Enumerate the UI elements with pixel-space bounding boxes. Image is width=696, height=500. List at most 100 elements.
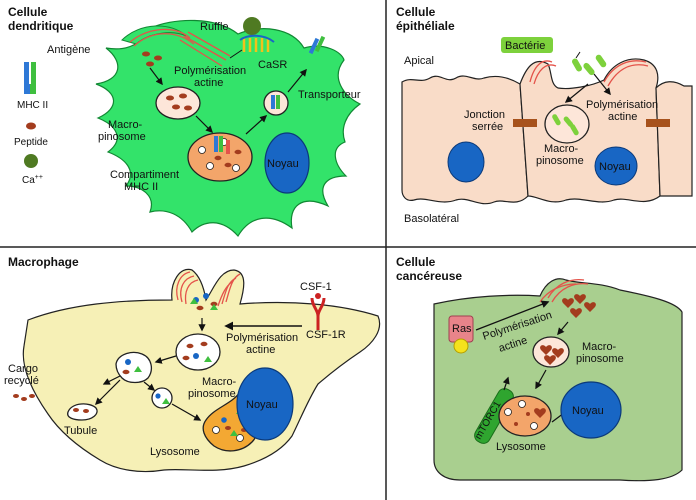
cancer-ruffle-cargo (562, 294, 596, 318)
casr-label: CaSR (258, 59, 287, 71)
macrophage-macropinosome-cargo (182, 341, 212, 362)
ruffle-to-macropinosome-arrow-cancer (557, 321, 569, 336)
epithelial-polymerisation-line1: Polymérisation (586, 99, 658, 111)
cancer-actin (539, 278, 589, 303)
epithelial-title-line2: épithéliale (396, 19, 455, 33)
macrophage-cell-body (22, 268, 381, 473)
secondary-to-recycle-arrow (102, 375, 121, 385)
macrophage-lysosome-label: Lysosome (150, 446, 200, 458)
ras-to-actin-arrow (475, 300, 550, 331)
macrophage-polymerisation-line2: actine (246, 344, 275, 356)
junction-label-line2: serrée (472, 121, 503, 133)
macropinosome-to-lysosome-arrow-cancer (535, 369, 547, 390)
tubule (67, 403, 98, 421)
transporter (308, 35, 326, 55)
basolateral-label: Basolatéral (404, 213, 459, 225)
epithelial-cell-middle (519, 58, 661, 203)
dendritic-title-line2: dendritique (8, 19, 74, 33)
cancer-macropinosome-line2: pinosome (576, 353, 624, 365)
ruffle-label: Ruffle (200, 21, 229, 33)
macrophage-polymerisation-line1: Polymérisation (226, 332, 298, 344)
panel-dendritic: Cellule dendritique Antigène MHC II Pept… (8, 5, 362, 238)
casr-membrane (239, 34, 275, 43)
epithelial-nucleus-label: Noyau (599, 161, 631, 173)
dendritic-macropinosome-line1: Macro- (108, 119, 143, 131)
epithelial-actin (529, 60, 649, 87)
macrophage-cup-cargo (190, 293, 218, 311)
tubule-label: Tubule (64, 425, 97, 437)
tight-junction-left (513, 119, 537, 127)
peptide-legend-label: Peptide (14, 137, 48, 148)
dendritic-nucleus (264, 132, 310, 194)
small-vesicle-cargo (155, 393, 170, 404)
cancer-title-line2: cancéreuse (396, 269, 462, 283)
macrophage-macropinosome-line1: Macro- (202, 376, 237, 388)
csf1r-receptor (310, 297, 326, 330)
panel-macrophage: Macrophage CSF-1 CSF-1R (4, 255, 381, 473)
cargo-label-line2: recyclé (4, 375, 39, 387)
panel-cancer: Cellule cancéreuse Ras Polymérisation ac… (396, 255, 683, 482)
vesicle-mhc-blue (271, 95, 275, 109)
apical-label: Apical (404, 55, 434, 67)
dendritic-ruffle-peptides (142, 51, 162, 67)
dendritic-polymerisation-line1: Polymérisation (174, 65, 246, 77)
epithelial-polymerisation-line2: actine (608, 111, 637, 123)
epithelial-macropinosome-bacteria (552, 114, 579, 136)
small-to-lysosome-arrow (171, 403, 202, 421)
macrophage-macropinosome-line2: pinosome (188, 388, 236, 400)
cancer-macropinosome (532, 336, 570, 368)
epithelial-macropinosome-line2: pinosome (536, 155, 584, 167)
dendritic-actin-fibers (129, 28, 231, 67)
mhc-compartment-contents (198, 136, 242, 172)
bacteria-label: Bactérie (505, 40, 545, 52)
macropinosome-to-compartment-arrow (195, 115, 214, 134)
calcium-legend-icon (24, 154, 38, 168)
dendritic-polymerisation-line2: actine (194, 77, 223, 89)
macrophage-macropinosome (175, 333, 221, 371)
tight-junction-right (646, 119, 670, 127)
cancer-lysosome (498, 395, 552, 437)
dendritic-macropinosome-peptides (166, 93, 192, 111)
cancer-macropinosome-line1: Macro- (582, 341, 617, 353)
secondary-macropinosome (115, 351, 153, 384)
calcium-legend-label: Ca++ (22, 174, 43, 186)
dendritic-macropinosome (155, 86, 201, 120)
casr-to-actin-line (229, 49, 243, 59)
peptide-legend-icon (26, 122, 36, 130)
casr-receptor (242, 38, 270, 52)
secondary-to-tubule-arrow (94, 379, 121, 406)
mhc-legend-label: MHC II (17, 100, 48, 111)
cancer-macropinosome-cargo (540, 345, 564, 365)
macrophage-title: Macrophage (8, 255, 79, 269)
compartment-label-line2: MHC II (124, 181, 158, 193)
csf1r-label: CSF-1R (306, 329, 346, 341)
junction-label-line1: Jonction (464, 109, 505, 121)
epithelial-nucleus-middle (594, 146, 638, 186)
epithelial-cell-left (401, 75, 529, 205)
epithelial-macropinosome-line1: Macro- (544, 143, 579, 155)
csf1-ligand (315, 293, 321, 299)
secondary-macropinosome-cargo (122, 359, 142, 375)
compartment-label-line1: Compartiment (110, 169, 179, 181)
antigen-label: Antigène (47, 44, 90, 56)
vesicle-to-surface-arrow (287, 68, 307, 93)
compartment-to-vesicle-arrow (245, 115, 268, 135)
calcium-ion (243, 17, 261, 35)
mtorc1-signal-arrow (502, 376, 510, 391)
cargo-label-line1: Cargo (8, 363, 38, 375)
epithelial-cell-right (655, 81, 693, 197)
macrophage-nucleus-label: Noyau (246, 399, 278, 411)
mhc-legend-icon (24, 62, 36, 94)
transporter-label: Transporteur (298, 89, 361, 101)
macrophage-small-vesicle (151, 387, 173, 409)
dendritic-title-line1: Cellule (8, 5, 48, 19)
cancer-nucleus-label: Noyau (572, 405, 604, 417)
macrophage-nucleus (236, 367, 294, 441)
cancer-lysosome-contents (504, 400, 546, 430)
secondary-to-small-arrow (143, 381, 156, 391)
ruffle-to-macropinosome-arrow (149, 67, 163, 86)
csf1-label: CSF-1 (300, 281, 332, 293)
recycled-cargo (13, 394, 35, 401)
